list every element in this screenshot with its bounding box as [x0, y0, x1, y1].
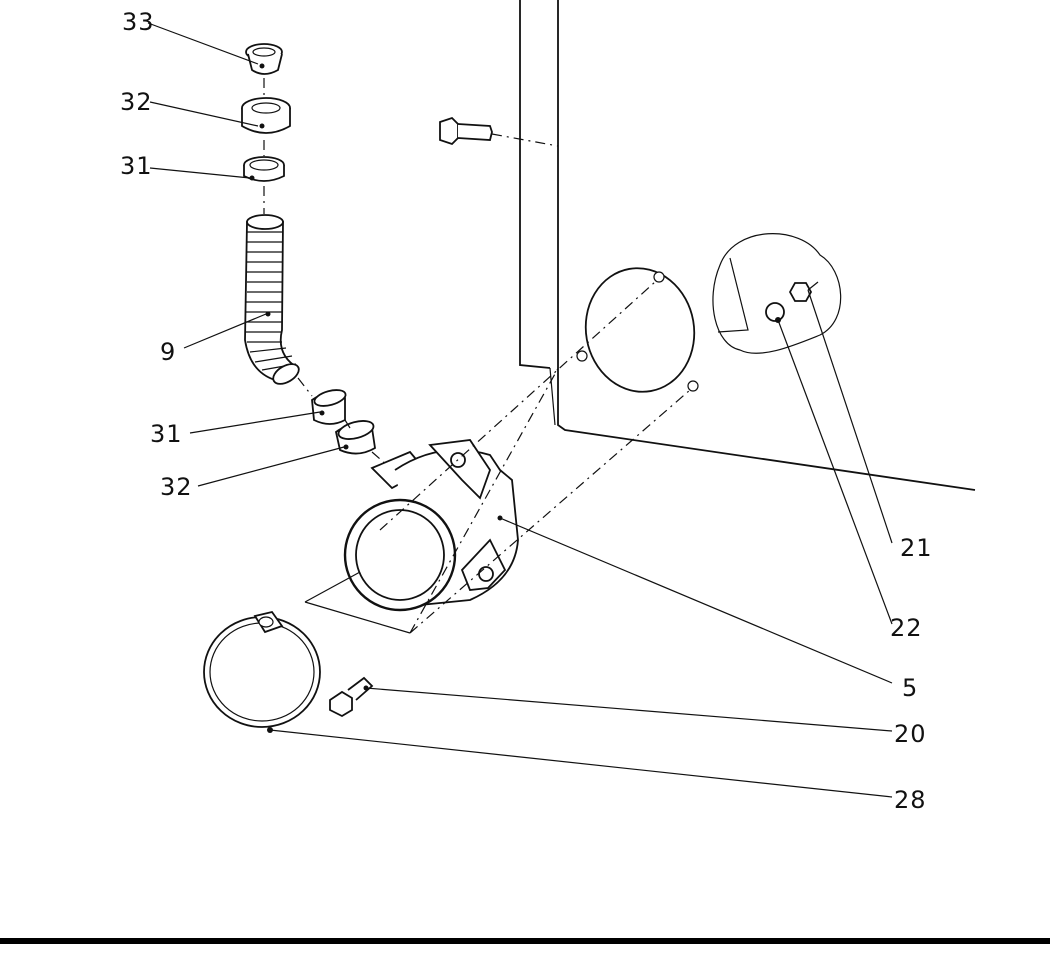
- callout-labels: 33 32 31 9 31 32 21 22 5 20 28: [120, 8, 933, 814]
- top-bolt: [439, 116, 559, 147]
- clamp-31-lower: [311, 389, 347, 425]
- wall-panel: [519, 0, 976, 491]
- callout-9: 9: [160, 338, 176, 366]
- callout-31-top: 31: [120, 152, 153, 180]
- hose-clamp: [203, 610, 321, 733]
- callout-5: 5: [902, 674, 918, 702]
- callout-20: 20: [894, 720, 927, 748]
- nut-fitting-32-lower: [334, 420, 376, 455]
- callout-32-top: 32: [120, 88, 153, 116]
- callout-31-lower: 31: [150, 420, 183, 448]
- gasket-ring: [576, 267, 699, 393]
- leader-lines: [147, 22, 893, 798]
- collector-housing: [304, 281, 691, 634]
- callout-22: 22: [890, 614, 923, 642]
- flex-hose: [244, 214, 300, 385]
- nut-fitting-32-top: [241, 97, 291, 134]
- detail-inset: [712, 233, 842, 354]
- callout-28: 28: [894, 786, 927, 814]
- clamp-31-top: [243, 156, 285, 182]
- hose-centerline: [297, 377, 389, 467]
- callout-33: 33: [122, 8, 155, 36]
- bottom-rule: [0, 938, 1050, 944]
- callout-32-lower: 32: [160, 473, 193, 501]
- bolt-20: [329, 676, 374, 718]
- callout-21: 21: [900, 534, 933, 562]
- cap-fitting-33: [245, 43, 283, 75]
